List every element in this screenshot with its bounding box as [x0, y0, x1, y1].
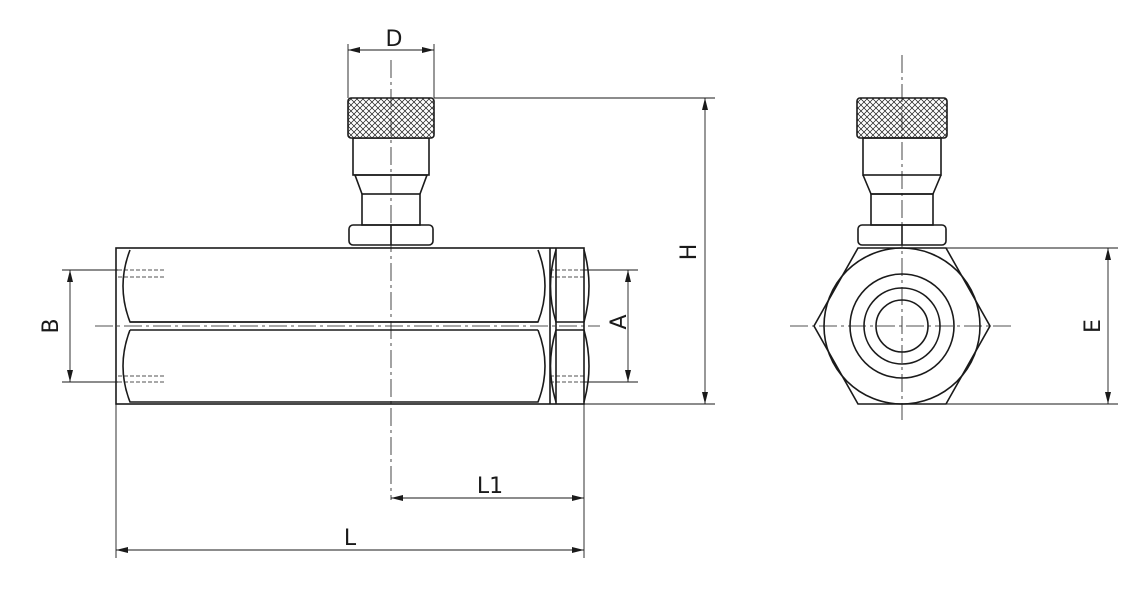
body-upper-lobe [122, 249, 546, 323]
dimension-e: E [946, 247, 1118, 405]
dimension-label-a: A [607, 314, 632, 329]
dimension-label-b: B [39, 318, 64, 333]
dimension-label-h: H [677, 244, 702, 261]
side-view [95, 60, 600, 500]
dimension-h: H [434, 97, 715, 405]
body-lower-lobe [122, 329, 546, 403]
end-view [790, 55, 1012, 420]
dimension-label-e: E [1081, 319, 1106, 333]
stem [361, 193, 421, 226]
dimension-label-l: L [344, 526, 357, 551]
dimension-a: A [584, 269, 638, 383]
dimension-l1: L1 [391, 404, 585, 508]
dimension-l: L [115, 404, 585, 558]
dimension-b: B [39, 269, 118, 383]
dimension-label-l1: L1 [477, 474, 503, 499]
dimension-label-d: D [386, 27, 403, 52]
dimension-d: D [347, 27, 435, 98]
